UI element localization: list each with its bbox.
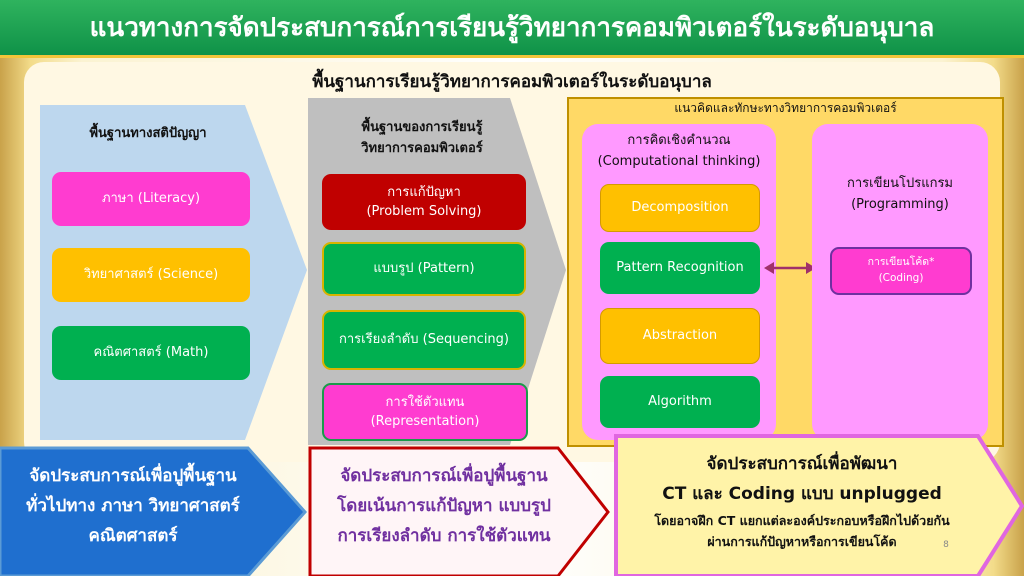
ct-item-abstraction: Abstraction [600,308,760,364]
coding-line1: การเขียนโค้ด* [867,256,935,269]
bottom-pink-line3: โดยอาจฝึก CT แยกแต่ละองค์ประกอบหรือฝึกไป… [654,512,950,528]
bottom-blue-line3: คณิตศาสตร์ [88,525,178,546]
col1-item-science: วิทยาศาสตร์ (Science) [52,248,250,302]
double-arrow-icon [764,262,816,274]
col2-item-line1: แบบรูป (Pattern) [373,261,475,277]
programming-heading-line1: การเขียนโปรแกรม [846,176,953,191]
col2-item-line2: (Representation) [370,414,480,429]
bottom-red-text: จัดประสบการณ์เพื่อปูพื้นฐาน โดยเน้นการแก… [316,462,572,551]
col1-item-label: คณิตศาสตร์ (Math) [93,345,209,361]
col2-item-representation: การใช้ตัวแทน (Representation) [322,383,528,441]
coding-box: การเขียนโค้ด* (Coding) [830,247,972,295]
col2-item-line1: การเรียงลำดับ (Sequencing) [338,332,509,348]
bottom-pink-line2: CT และ Coding แบบ unplugged [662,483,942,504]
col3-heading: แนวคิดและทักษะทางวิทยาการคอมพิวเตอร์ [674,101,897,115]
bottom-pink-line1: จัดประสบการณ์เพื่อพัฒนา [706,454,898,474]
col2-item-pattern: แบบรูป (Pattern) [322,242,526,296]
bottom-pink-line4: ผ่านการแก้ปัญหาหรือการเขียนโค้ด [707,534,897,550]
ct-item-pattern-recognition: Pattern Recognition [600,242,760,294]
col1-item-literacy: ภาษา (Literacy) [52,172,250,226]
ct-heading-line2: (Computational thinking) [597,153,761,169]
red-arrow-shape [308,446,610,576]
ct-heading-line1: การคิดเชิงคำนวณ [627,133,731,148]
ct-item-decomposition: Decomposition [600,184,760,232]
col2-item-line2: (Problem Solving) [366,204,482,219]
col2-item-line1: การแก้ปัญหา [387,184,461,200]
bottom-red-line2: โดยเน้นการแก้ปัญหา แบบรูป [337,495,551,516]
bottom-blue-line2: ทั่วไปทาง ภาษา วิทยาศาสตร์ [26,495,240,516]
col1-item-math: คณิตศาสตร์ (Math) [52,326,250,380]
blue-arrow-shape [0,446,308,576]
bottom-pink-text: จัดประสบการณ์เพื่อพัฒนา CT และ Coding แบ… [622,450,982,553]
ct-heading: การคิดเชิงคำนวณ (Computational thinking) [582,131,776,173]
col2-item-line1: การใช้ตัวแทน [385,394,465,410]
col1-item-label: วิทยาศาสตร์ (Science) [83,267,219,283]
bottom-blue-line1: จัดประสบการณ์เพื่อปูพื้นฐาน [29,466,237,486]
bottom-red-line3: การเรียงลำดับ การใช้ตัวแทน [337,525,551,546]
bottom-blue-text: จัดประสบการณ์เพื่อปูพื้นฐาน ทั่วไปทาง ภา… [8,462,258,551]
ct-item-label: Decomposition [631,200,729,216]
coding-line2: (Coding) [878,272,924,284]
ct-item-label: Pattern Recognition [616,260,744,276]
col2-item-sequencing: การเรียงลำดับ (Sequencing) [322,310,526,370]
col2-heading-line2: วิทยาการคอมพิวเตอร์ [361,140,483,156]
programming-heading: การเขียนโปรแกรม (Programming) [812,174,988,216]
col2-item-problem-solving: การแก้ปัญหา (Problem Solving) [322,174,526,230]
col1-heading: พื้นฐานทางสติปัญญา [89,126,207,141]
programming-heading-line2: (Programming) [851,196,949,212]
ct-item-label: Abstraction [642,328,718,344]
col2-heading: พื้นฐานของการเรียนรู้ วิทยาการคอมพิวเตอร… [322,118,522,160]
ct-item-algorithm: Algorithm [600,376,760,428]
pink-arrow-shape [614,434,1024,576]
board-title: พื้นฐานการเรียนรู้วิทยาการคอมพิวเตอร์ในร… [312,72,712,92]
page-title: แนวทางการจัดประสบการณ์การเรียนรู้วิทยากา… [89,13,935,43]
col1-item-label: ภาษา (Literacy) [101,191,201,207]
page-number: 8 [943,540,949,550]
ct-item-label: Algorithm [648,394,712,410]
bottom-red-line1: จัดประสบการณ์เพื่อปูพื้นฐาน [340,466,548,486]
title-bar: แนวทางการจัดประสบการณ์การเรียนรู้วิทยากา… [0,0,1024,58]
col2-heading-line1: พื้นฐานของการเรียนรู้ [361,120,483,135]
